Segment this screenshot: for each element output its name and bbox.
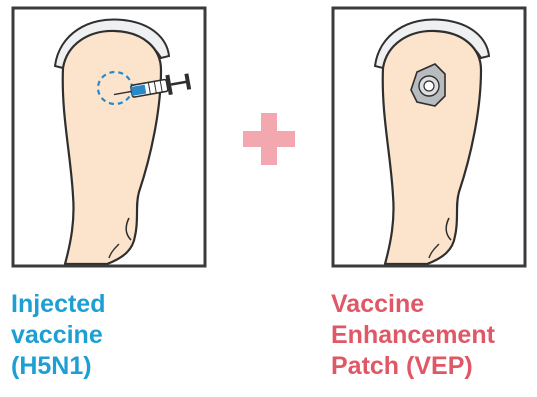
caption-line: Enhancement bbox=[331, 320, 495, 351]
caption-line: (H5N1) bbox=[11, 351, 105, 382]
arm bbox=[63, 31, 161, 264]
patch-panel bbox=[331, 6, 527, 268]
injected-vaccine-caption: Injected vaccine (H5N1) bbox=[11, 289, 105, 382]
caption-line: Patch (VEP) bbox=[331, 351, 495, 382]
arm-with-patch-icon bbox=[331, 6, 527, 268]
caption-line: Vaccine bbox=[331, 289, 495, 320]
plus-icon bbox=[243, 113, 295, 165]
patch-caption: Vaccine Enhancement Patch (VEP) bbox=[331, 289, 495, 382]
caption-line: Injected bbox=[11, 289, 105, 320]
injection-panel bbox=[11, 6, 207, 268]
caption-line: vaccine bbox=[11, 320, 105, 351]
arm-with-syringe-icon bbox=[11, 6, 207, 268]
